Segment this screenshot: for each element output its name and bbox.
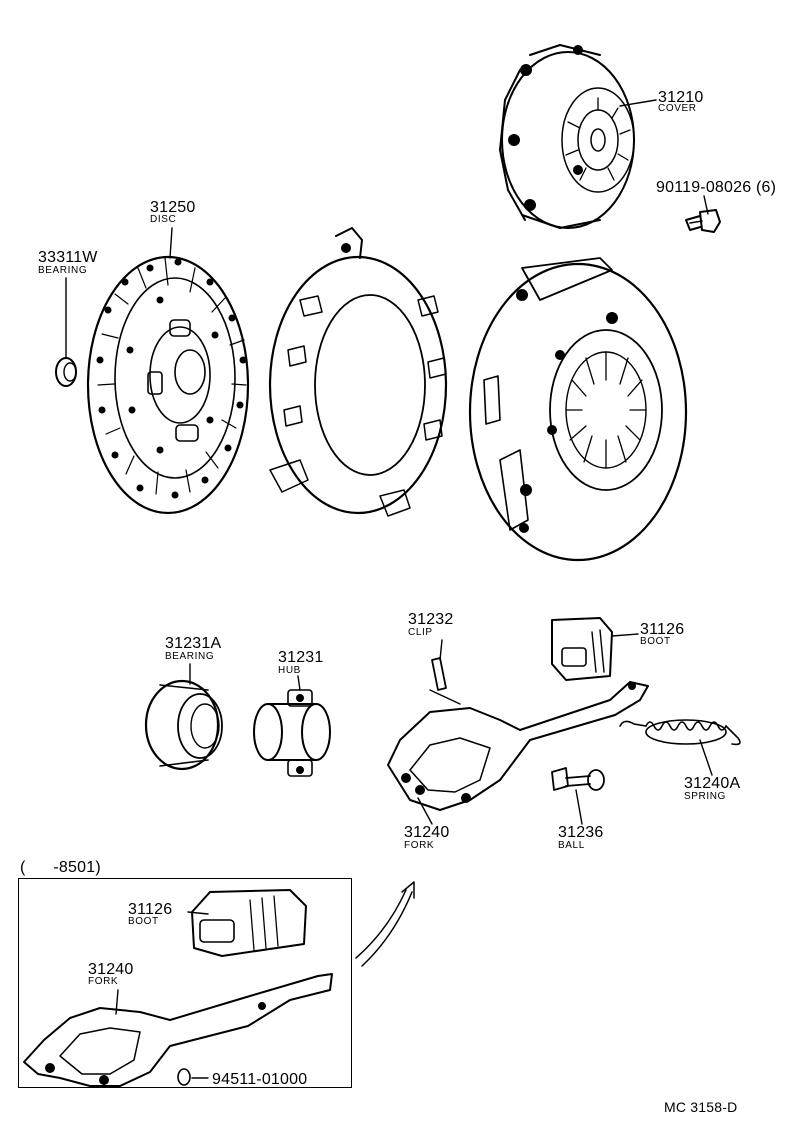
pilot-bearing-part-name: BEARING <box>38 265 88 276</box>
clip-part-name: CLIP <box>408 627 433 638</box>
clutch-disc-drawing <box>86 255 250 515</box>
inset-range-label: ( -8501) <box>20 859 101 876</box>
clutch-cover-large <box>468 257 688 562</box>
cover-part-number: 31210 <box>658 89 704 106</box>
inset-boot-part-number: 31126 <box>128 901 173 918</box>
release-fork-drawing <box>387 681 649 811</box>
inset-fork-part-name: FORK <box>88 976 119 987</box>
ball-part-name: BALL <box>558 840 585 851</box>
pressure-plate-drawing <box>268 227 448 517</box>
fork-part-name: FORK <box>404 840 435 851</box>
fork-part-number: 31240 <box>404 824 450 841</box>
clip-drawing <box>431 657 447 691</box>
release-bearing-part-number: 31231A <box>165 635 222 652</box>
clip-part-number: 31232 <box>408 611 454 628</box>
spring-part-number: 31240A <box>684 775 741 792</box>
boot-part-number: 31126 <box>640 621 685 638</box>
release-bearing-part-name: BEARING <box>165 651 215 662</box>
inset-frame <box>18 878 352 1088</box>
disc-part-name: DISC <box>150 214 177 225</box>
inset-boot-drawing <box>191 889 307 957</box>
pilot-bearing-drawing <box>55 357 77 387</box>
spring-part-name: SPRING <box>684 791 726 802</box>
spring-drawing <box>619 719 741 746</box>
cover-part-name: COVER <box>658 103 697 114</box>
boot-part-name: BOOT <box>640 636 671 647</box>
bolt-part-number: 90119-08026 (6) <box>656 179 777 196</box>
hub-drawing <box>253 689 331 777</box>
clutch-cover-small <box>499 44 635 229</box>
ball-stud-drawing <box>551 767 605 791</box>
release-bearing-drawing <box>144 679 223 771</box>
hub-part-name: HUB <box>278 665 301 676</box>
inset-boot-part-name: BOOT <box>128 916 159 927</box>
boot-drawing <box>551 617 613 681</box>
inset-washer-drawing <box>177 1068 191 1086</box>
ball-part-number: 31236 <box>558 824 604 841</box>
inset-fork-drawing <box>23 973 333 1087</box>
disc-part-number: 31250 <box>150 199 196 216</box>
bolt-drawing <box>685 209 721 233</box>
inset-fork-part-number: 31240 <box>88 961 134 978</box>
inset-washer-part-number: 94511-01000 <box>212 1071 308 1088</box>
inset-arrow <box>355 881 415 967</box>
leader-lines <box>65 99 713 1079</box>
pilot-bearing-part-number: 33311W <box>38 249 98 266</box>
diagram-code: MC 3158-D <box>664 1099 738 1115</box>
hub-part-number: 31231 <box>278 649 324 666</box>
